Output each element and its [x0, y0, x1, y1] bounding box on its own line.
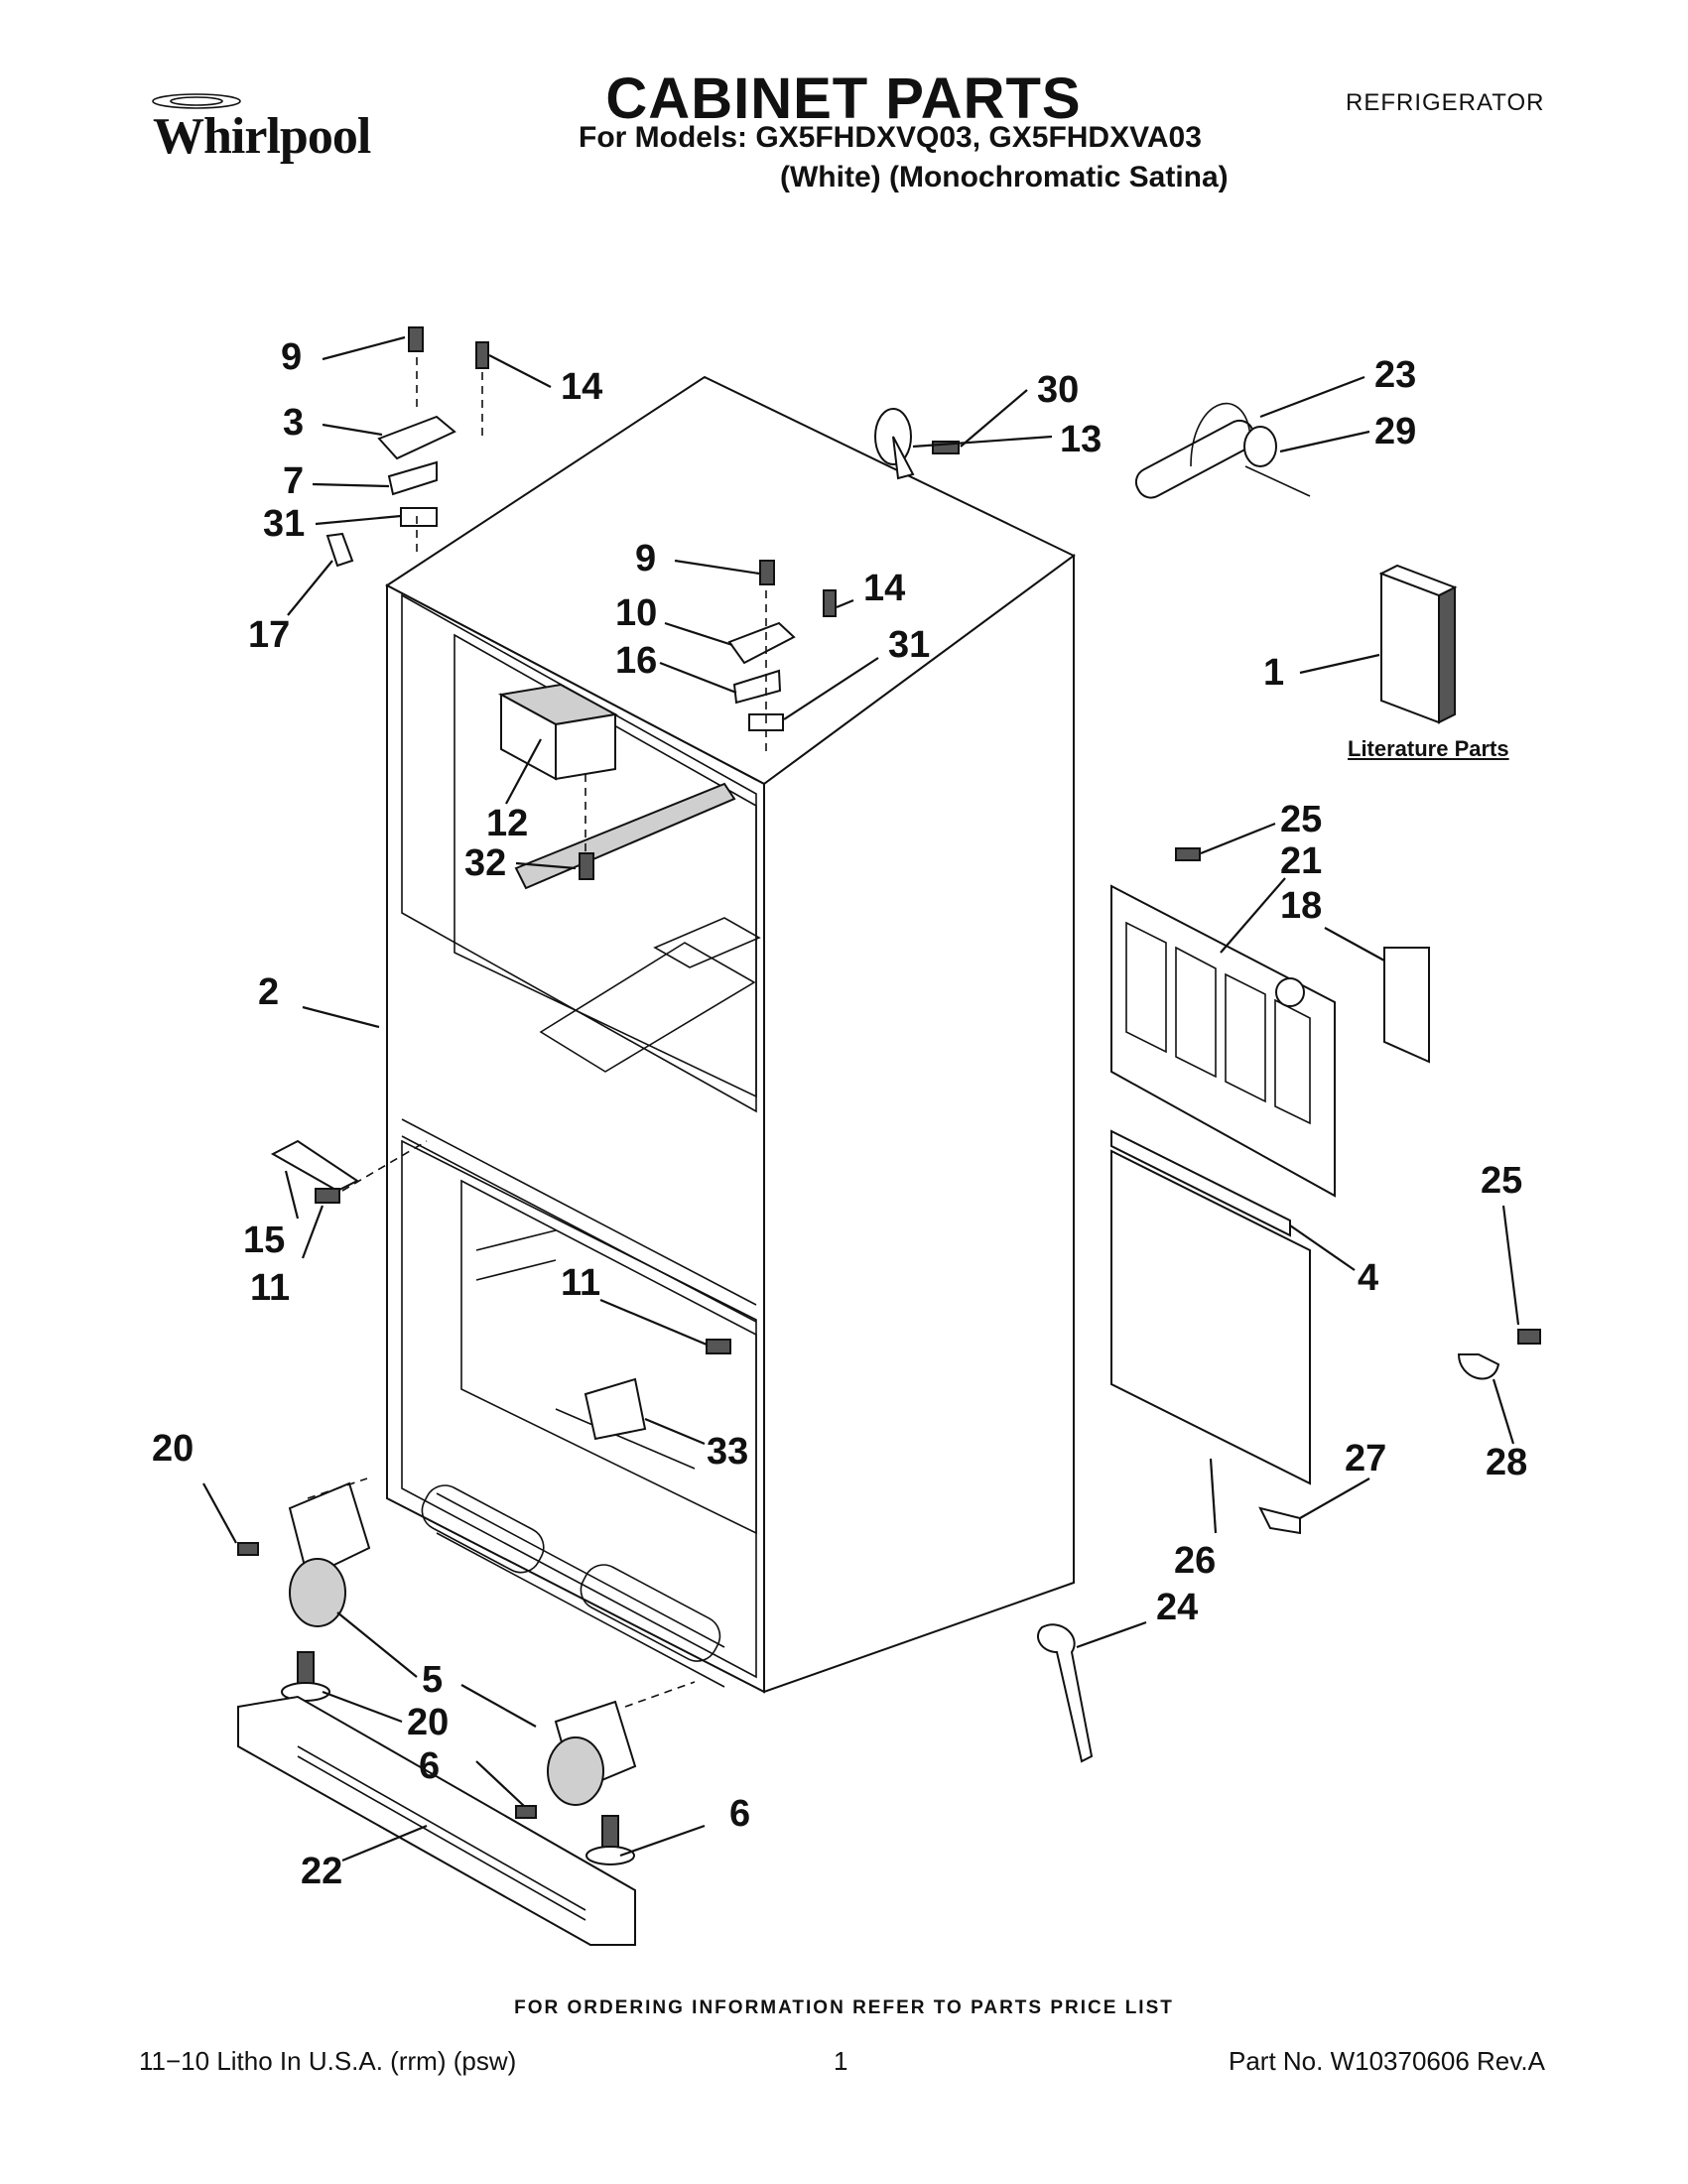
page-title: CABINET PARTS: [605, 66, 1082, 131]
callout-2: 2: [258, 971, 279, 1013]
logo-swirl-icon: [152, 93, 241, 109]
callout-25-top: 25: [1280, 799, 1322, 840]
model-list: For Models: GX5FHDXVQ03, GX5FHDXVA03: [579, 121, 1202, 154]
litho-info: 11−10 Litho In U.S.A. (rrm) (psw): [139, 2046, 517, 2076]
product-category: REFRIGERATOR: [1346, 89, 1545, 116]
callout-17: 17: [248, 614, 290, 656]
callout-15: 15: [243, 1220, 285, 1261]
callout-9-right: 9: [635, 538, 656, 579]
callout-24: 24: [1156, 1587, 1198, 1628]
callout-11-left: 11: [250, 1267, 290, 1309]
part-24: [1037, 1623, 1094, 1763]
bracket-15-11: [270, 1139, 731, 1441]
callout-22: 22: [301, 1851, 342, 1892]
callout-25-right: 25: [1481, 1160, 1522, 1202]
callout-13: 13: [1060, 419, 1102, 460]
callout-30: 30: [1037, 369, 1079, 411]
base-grille: [237, 1695, 636, 1946]
literature-booklet: [1378, 564, 1458, 724]
callout-18: 18: [1280, 885, 1322, 927]
callout-26: 26: [1174, 1540, 1216, 1582]
callout-28: 28: [1486, 1442, 1527, 1483]
callout-leaders: [202, 335, 1520, 1863]
rollers-and-legs: [237, 1477, 696, 1865]
page-number: 1: [834, 2046, 848, 2076]
callout-21: 21: [1280, 840, 1322, 882]
callout-16: 16: [615, 640, 657, 682]
callout-23: 23: [1374, 354, 1416, 396]
callout-6-left: 6: [419, 1745, 440, 1787]
model-variants: (White) (Monochromatic Satina): [780, 161, 1229, 193]
callout-4: 4: [1358, 1257, 1378, 1299]
callout-31-right: 31: [888, 624, 930, 666]
callout-31-shim: 31: [263, 503, 305, 545]
callout-5: 5: [422, 1659, 443, 1701]
callout-14-screw: 14: [561, 366, 602, 408]
brand-logo: Whirlpool: [127, 91, 395, 175]
cabinet-body: [385, 375, 1076, 1694]
literature-parts-label: Literature Parts: [1348, 736, 1509, 761]
callout-7-hinge: 7: [283, 460, 304, 502]
callout-numbers: 9 14 3 7 31 17 30 13 23 29 9 10 14 16 31…: [152, 336, 1527, 1892]
ordering-notice: FOR ORDERING INFORMATION REFER TO PARTS …: [514, 1997, 1174, 2018]
callout-6-right: 6: [729, 1793, 750, 1835]
callout-9-hinge-screw: 9: [281, 336, 302, 378]
callout-29: 29: [1374, 411, 1416, 452]
brand-name: Whirlpool: [153, 108, 371, 165]
callout-33: 33: [707, 1431, 748, 1473]
top-hinge-left: [325, 326, 489, 568]
top-hinge-right: [727, 560, 837, 754]
part-12-32: [497, 683, 619, 880]
callout-3-hinge-cover: 3: [283, 402, 304, 444]
callout-27: 27: [1345, 1438, 1386, 1479]
part-number: Part No. W10370606 Rev.A: [1229, 2046, 1545, 2076]
callout-20-mid: 20: [407, 1702, 449, 1743]
callout-10: 10: [615, 592, 657, 634]
callout-14-right: 14: [863, 568, 905, 609]
callout-20-left: 20: [152, 1428, 194, 1470]
clamp-25-28: [1457, 1329, 1541, 1380]
rear-grille-assembly: [1110, 847, 1430, 1535]
callout-32: 32: [464, 842, 506, 884]
callout-11-mid: 11: [561, 1262, 600, 1304]
callout-12: 12: [486, 803, 528, 844]
callout-1: 1: [1263, 652, 1284, 694]
part-23-29: [1134, 402, 1311, 499]
